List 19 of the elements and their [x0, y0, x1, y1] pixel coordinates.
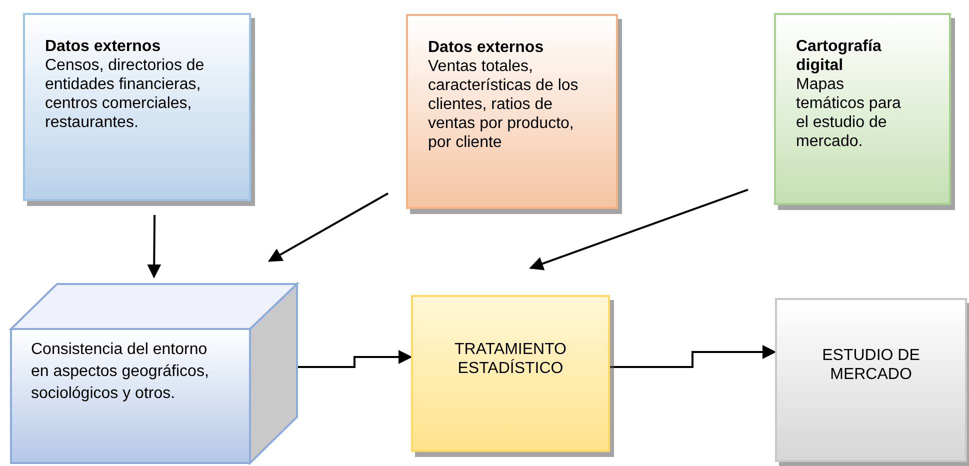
arrow	[610, 345, 776, 368]
process-box	[775, 298, 967, 462]
arrow	[268, 192, 388, 262]
box-heading: Datos externos	[45, 37, 162, 56]
box-body-text: Mapas temáticos para el estudio de mercado.	[796, 75, 902, 151]
box-heading: Cartografía digital	[796, 37, 882, 75]
note-box	[774, 13, 951, 205]
arrow	[529, 188, 748, 270]
box-heading: Datos externos	[428, 38, 545, 57]
arrow	[298, 350, 412, 368]
box-label: TRATAMIENTO ESTADÍSTICO	[454, 340, 568, 378]
process-box	[411, 295, 610, 452]
note-box	[23, 13, 251, 201]
box-body-text: Censos, directorios de entidades financieras, centros comerciales, restaurantes.	[45, 56, 206, 132]
note-box	[406, 14, 618, 209]
box-label: ESTUDIO DE MERCADO	[821, 346, 921, 384]
arrow	[147, 215, 162, 278]
cube-text: Consistencia del entorno en aspectos geográficos, sociológicos y otros.	[31, 340, 210, 404]
box-body-text: Ventas totales, características de los clientes, ratios de ventas por producto, por cliente	[428, 57, 580, 152]
